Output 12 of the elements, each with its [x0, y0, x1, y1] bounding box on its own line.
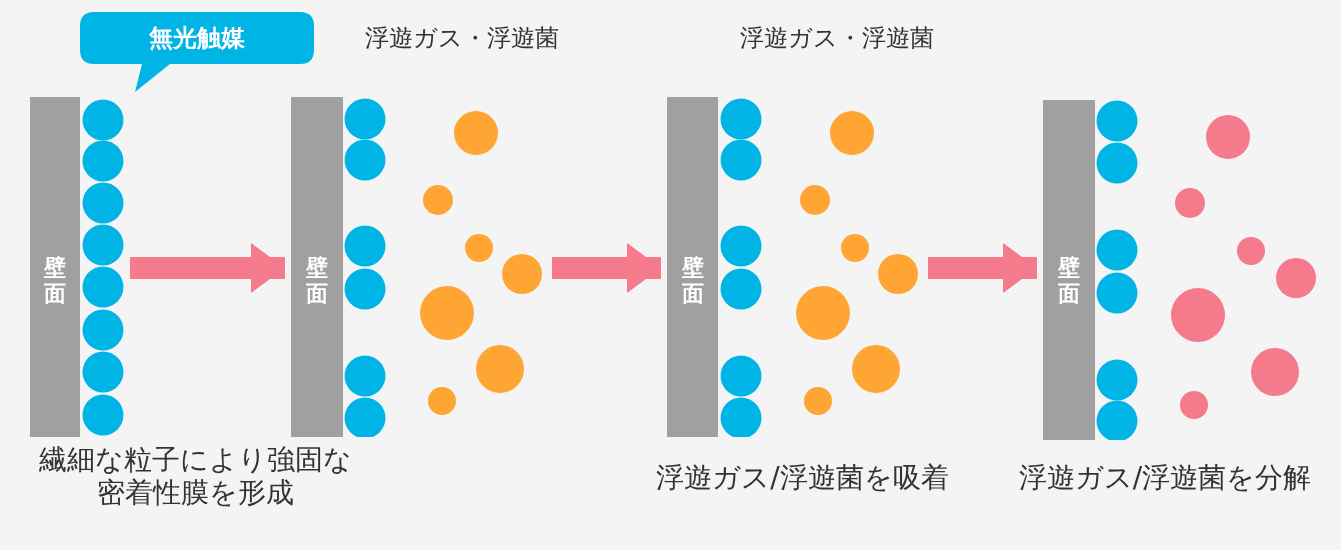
caption-text: 浮遊ガス/浮遊菌を吸着 [655, 461, 950, 494]
wall-particles-drawing: 壁面 [1043, 100, 1319, 440]
caption-text: 繊細な粒子により強固な密着性膜を形成 [37, 443, 353, 509]
arrow [130, 243, 285, 293]
heading-text: 浮遊ガス・浮遊菌 [740, 24, 935, 53]
wall-particles-drawing: 壁面 [291, 97, 546, 437]
caption-text: 浮遊ガス/浮遊菌を分解 [1017, 461, 1313, 494]
speech-bubble: 無光触媒 [80, 12, 314, 94]
heading-text: 浮遊ガス・浮遊菌 [365, 24, 560, 53]
arrow [928, 243, 1037, 293]
wall-particles-drawing: 壁面 [667, 97, 922, 437]
arrow [552, 243, 661, 293]
